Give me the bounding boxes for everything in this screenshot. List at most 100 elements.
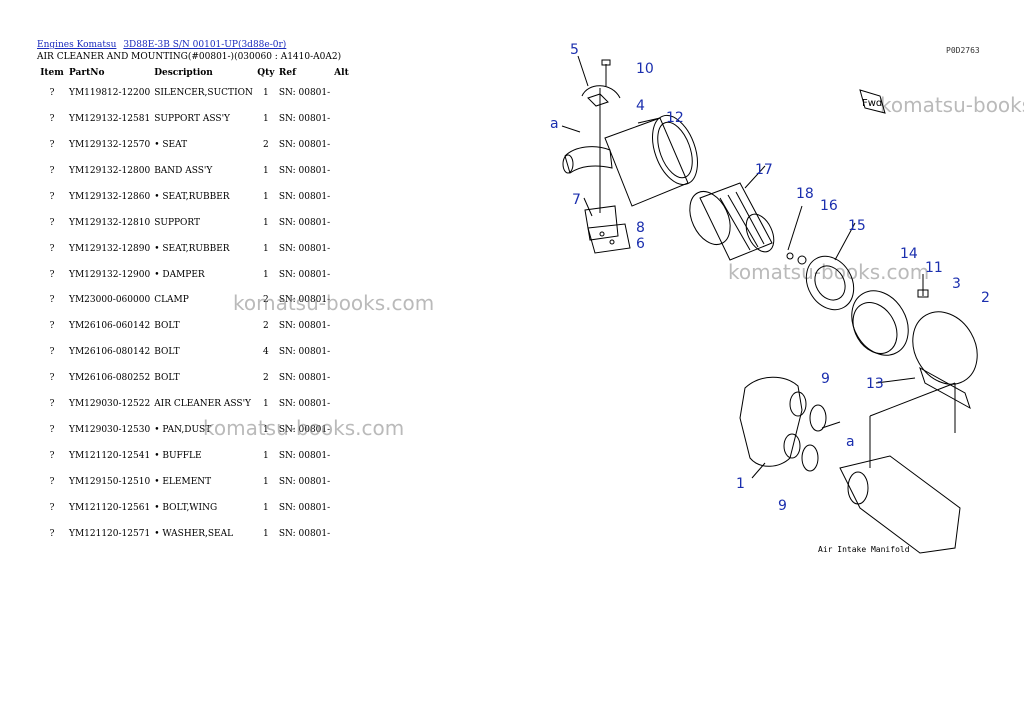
- item-cell: ?: [49, 269, 55, 280]
- alt-cell: [332, 158, 356, 184]
- alt-cell: [332, 495, 356, 521]
- alt-cell: [332, 80, 356, 106]
- header-ref: Ref: [278, 68, 296, 78]
- description-cell: • BOLT,WING: [154, 502, 218, 513]
- qty-cell: 1: [263, 243, 269, 254]
- item-cell: ?: [49, 373, 55, 384]
- description-cell: BOLT: [154, 373, 180, 384]
- band-part: [581, 59, 621, 107]
- alt-cell: [332, 521, 356, 547]
- section-title: AIR CLEANER AND MOUNTING(#00801-)(030060…: [37, 52, 342, 62]
- callout-1: 1: [736, 476, 745, 492]
- callout-17: 16: [820, 198, 838, 214]
- watermark: komatsu-books.com: [728, 260, 930, 284]
- description-cell: • WASHER,SEAL: [154, 528, 234, 539]
- qty-cell: 2: [263, 373, 269, 384]
- arrow-a-lower: [821, 421, 841, 429]
- callout-12: 11: [925, 260, 943, 276]
- description-cell: AIR CLEANER ASS'Y: [154, 399, 251, 410]
- callout-7: 7: [572, 192, 581, 208]
- partno-cell: YM129030-12522: [69, 399, 151, 410]
- watermark: komatsu-books.com: [880, 93, 1024, 117]
- alt-cell: [332, 106, 356, 132]
- dust-pan-part: [851, 290, 909, 356]
- item-cell: ?: [49, 399, 55, 410]
- item-cell: ?: [49, 425, 55, 436]
- ref-cell: SN: 00801-: [278, 347, 331, 358]
- buffle-part: [805, 255, 855, 311]
- breadcrumb-link-engines[interactable]: Engines Komatsu: [37, 40, 117, 50]
- fwd-label: Fwd: [862, 98, 882, 109]
- callout-15: 15: [848, 218, 866, 234]
- callout-a-lower: a: [846, 434, 855, 450]
- description-cell: • DAMPER: [154, 269, 205, 280]
- alt-cell: [332, 132, 356, 158]
- qty-cell: 1: [263, 191, 269, 202]
- item-cell: ?: [49, 113, 55, 124]
- manifold-label: Air Intake Manifold: [818, 545, 910, 554]
- silencer-part: [562, 88, 698, 213]
- description-cell: CLAMP: [154, 295, 189, 306]
- alt-cell: [332, 469, 356, 495]
- ref-cell: SN: 00801-: [278, 502, 331, 513]
- item-cell: ?: [49, 139, 55, 150]
- breadcrumb-link-model[interactable]: 3D88E-3B S/N 00101-UP(3d88e-0r): [123, 40, 287, 50]
- description-cell: SUPPORT: [154, 217, 201, 228]
- partno-cell: YM129150-12510: [69, 477, 151, 488]
- item-cell: ?: [49, 165, 55, 176]
- qty-cell: 1: [263, 528, 269, 539]
- callout-a-upper: a: [550, 116, 559, 132]
- alt-cell: [332, 236, 356, 262]
- alt-cell: [332, 210, 356, 236]
- description-cell: • PAN,DUST: [154, 425, 212, 436]
- callout-4: 4: [636, 98, 645, 114]
- ref-cell: SN: 00801-: [278, 373, 331, 384]
- ref-cell: SN: 00801-: [278, 191, 331, 202]
- item-cell: ?: [49, 477, 55, 488]
- arrow-a-upper: [561, 125, 581, 133]
- ref-cell: SN: 00801-: [278, 451, 331, 462]
- description-cell: SILENCER,SUCTION: [154, 87, 253, 98]
- qty-cell: 4: [263, 347, 269, 358]
- qty-cell: 2: [263, 321, 269, 332]
- item-cell: ?: [49, 217, 55, 228]
- description-cell: • SEAT: [154, 139, 188, 150]
- alt-cell: [332, 443, 356, 469]
- description-cell: BOLT: [154, 321, 180, 332]
- item-cell: ?: [49, 295, 55, 306]
- description-cell: BOLT: [154, 347, 180, 358]
- ref-cell: SN: 00801-: [278, 528, 331, 539]
- ref-cell: SN: 00801-: [278, 243, 331, 254]
- partno-cell: YM119812-12200: [69, 87, 151, 98]
- partno-cell: YM26106-080142: [69, 347, 151, 358]
- qty-cell: 1: [263, 269, 269, 280]
- item-cell: ?: [49, 191, 55, 202]
- partno-cell: YM129030-12530: [69, 425, 151, 436]
- partno-cell: YM26106-060142: [69, 321, 151, 332]
- table-header-row: Item PartNo Description Qty Ref Alt: [37, 66, 356, 80]
- ref-cell: SN: 00801-: [278, 113, 331, 124]
- partno-cell: YM129132-12900: [69, 269, 151, 280]
- header-description: Description: [154, 68, 213, 78]
- partno-cell: YM121120-12541: [69, 451, 151, 462]
- ref-cell: SN: 00801-: [278, 477, 331, 488]
- band-assy-part: [912, 274, 978, 410]
- qty-cell: 1: [263, 451, 269, 462]
- qty-cell: 2: [263, 295, 269, 306]
- suction-pipe-part: [739, 376, 807, 467]
- partno-cell: YM129132-12890: [69, 243, 151, 254]
- description-cell: BAND ASS'Y: [154, 165, 213, 176]
- callout-2: 2: [981, 290, 990, 306]
- header-alt: Alt: [334, 68, 349, 78]
- qty-cell: 2: [263, 139, 269, 150]
- description-cell: • SEAT,RUBBER: [154, 191, 230, 202]
